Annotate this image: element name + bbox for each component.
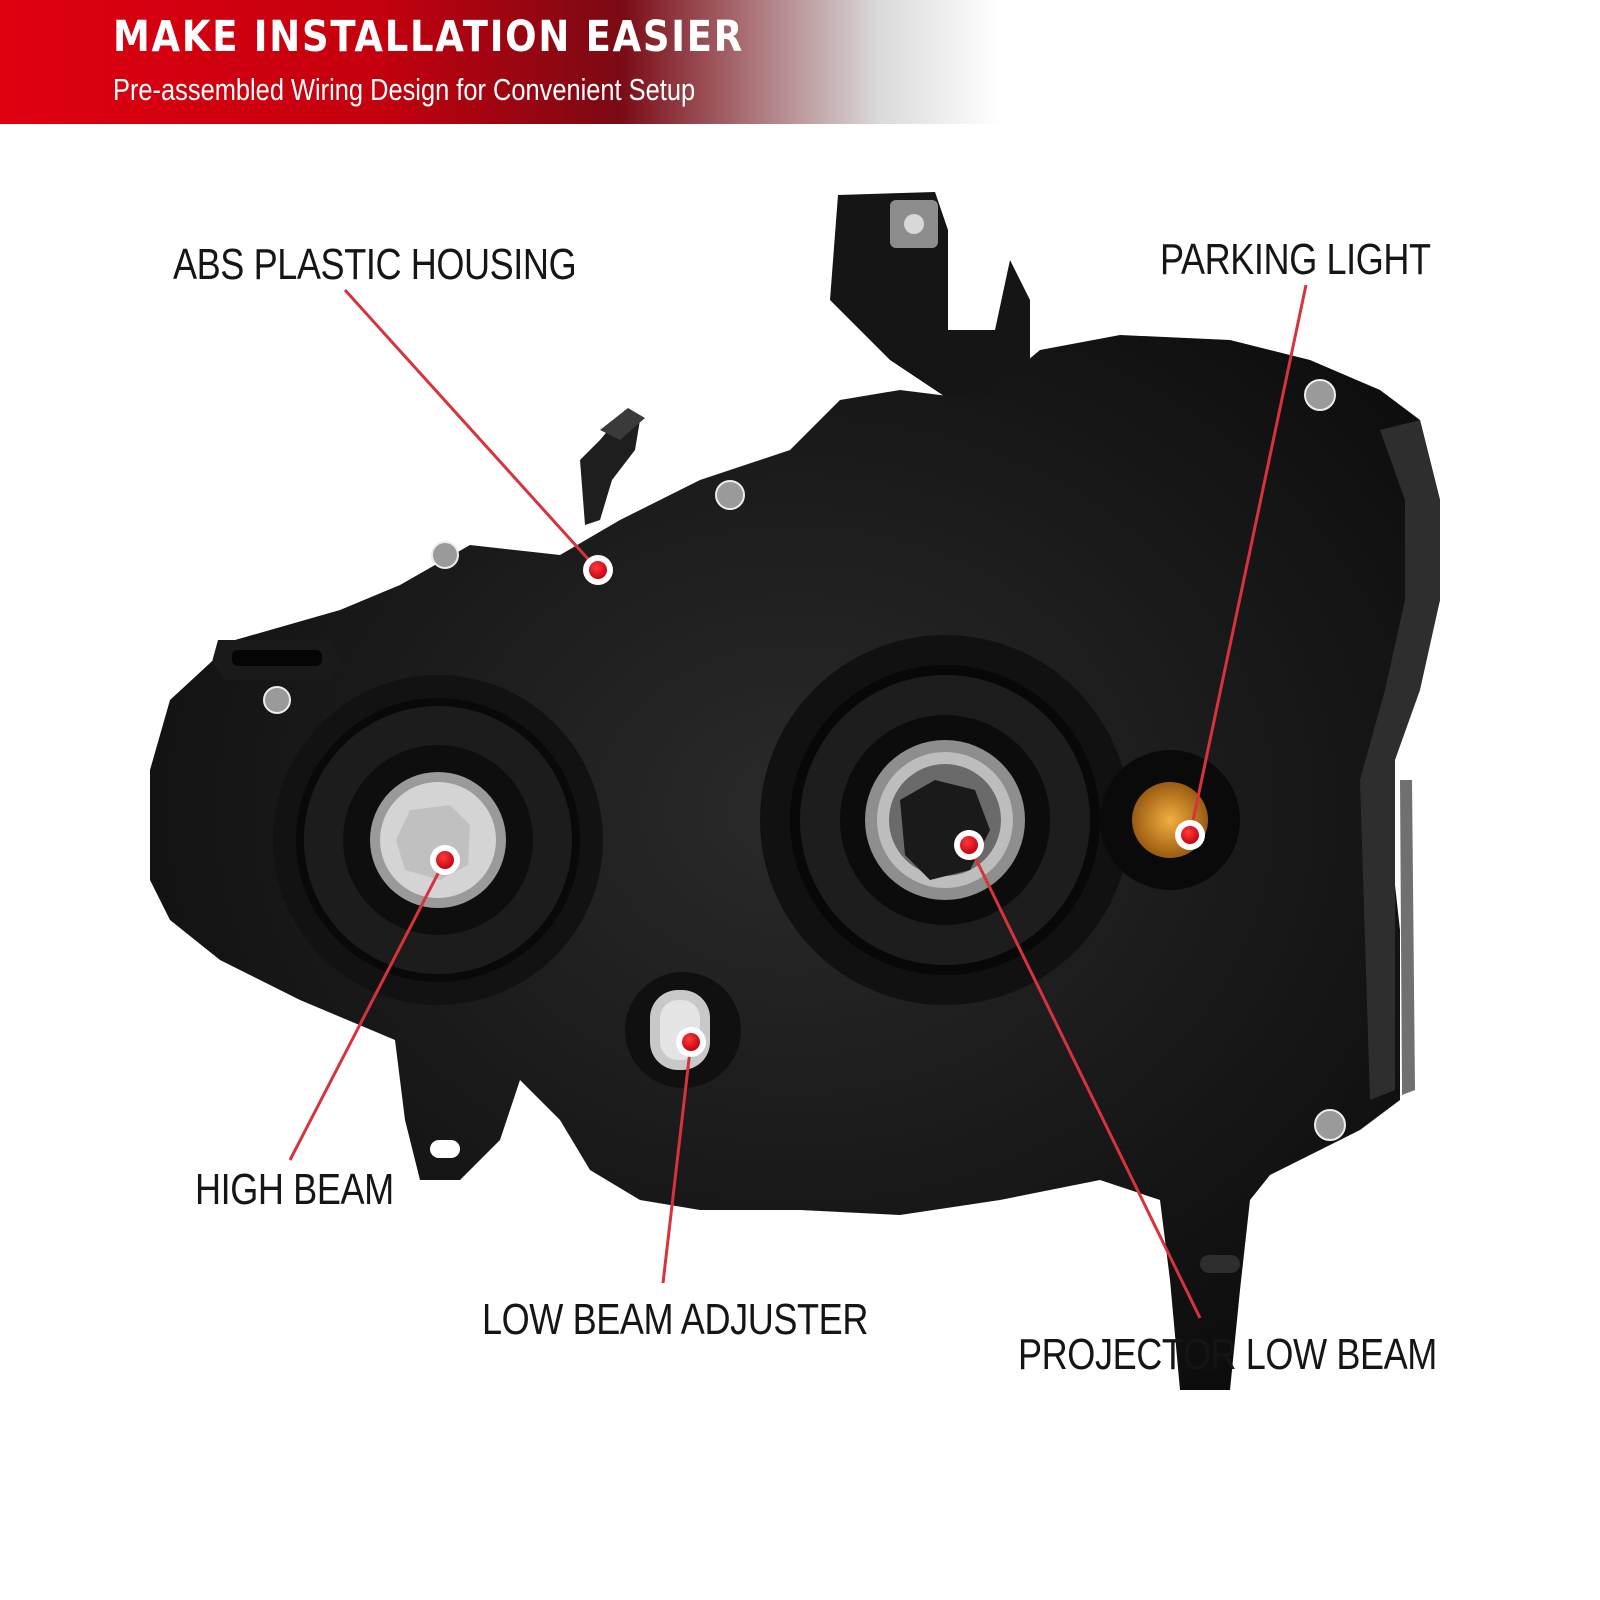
label-projector-low-beam: PROJECTOR LOW BEAM — [1018, 1330, 1437, 1379]
label-abs-plastic-housing: ABS PLASTIC HOUSING — [173, 240, 577, 289]
leader-lines — [288, 284, 1308, 1319]
header-banner: MAKE INSTALLATION EASIER Pre-assembled W… — [0, 0, 1000, 124]
label-parking-light: PARKING LIGHT — [1160, 235, 1431, 284]
callout-markers — [430, 555, 1205, 1057]
label-high-beam: HIGH BEAM — [195, 1165, 394, 1214]
banner-title: MAKE INSTALLATION EASIER — [113, 12, 744, 62]
headlight-housing — [150, 192, 1440, 1390]
banner-subtitle: Pre-assembled Wiring Design for Convenie… — [113, 72, 696, 107]
label-low-beam-adjuster: LOW BEAM ADJUSTER — [482, 1295, 868, 1344]
